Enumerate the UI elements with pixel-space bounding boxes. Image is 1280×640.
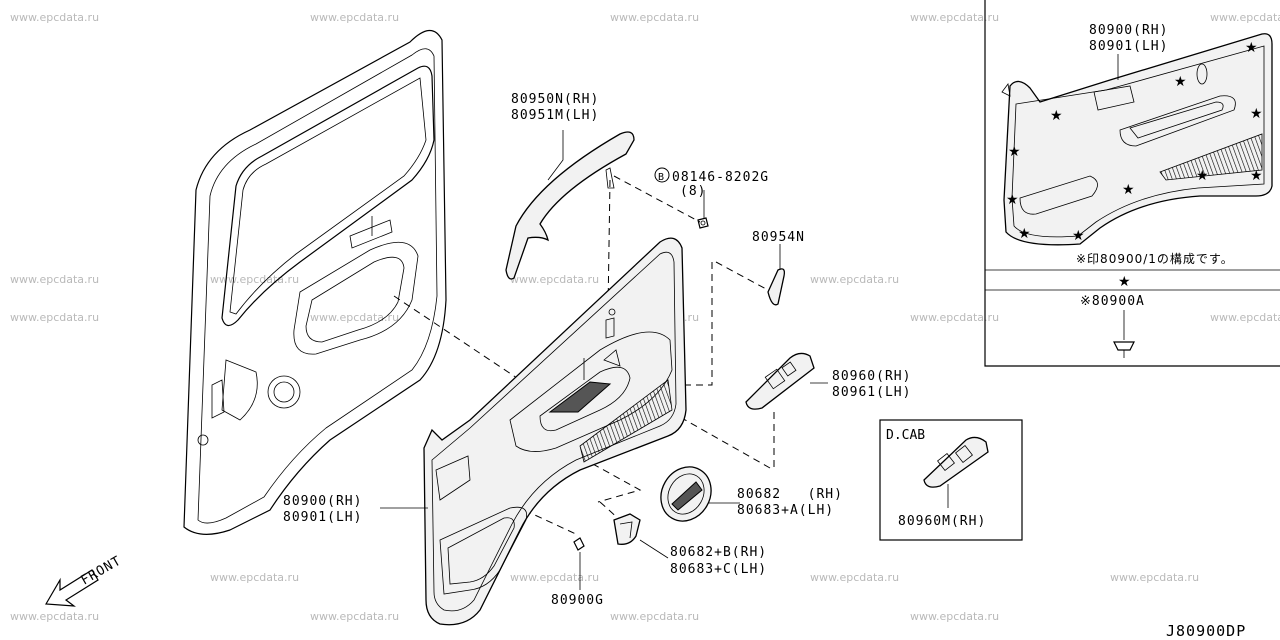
inset-star-markers: ★ ★ ★ ★ ★ ★ ★ ★ ★ ★ ★ ★ xyxy=(1006,40,1263,290)
watermark-text: www.epcdata.ru xyxy=(910,11,999,24)
bolt-symbol-circle xyxy=(654,167,670,183)
inset-clip-label: ※80900A xyxy=(1080,294,1145,309)
watermark-text: www.epcdata.ru xyxy=(310,610,399,623)
escutcheon-part xyxy=(660,466,712,522)
watermark-text: www.epcdata.ru xyxy=(910,311,999,324)
inset-note: ※印80900/1の構成です。 xyxy=(1076,252,1234,266)
watermark-text: www.epcdata.ru xyxy=(910,610,999,623)
star-icon: ★ xyxy=(1250,168,1263,184)
dcab-title: D.CAB xyxy=(886,428,925,443)
trim-main-label-lh: 80901(LH) xyxy=(283,510,362,525)
star-icon: ★ xyxy=(1118,274,1131,290)
watermark-text: www.epcdata.ru xyxy=(10,273,99,286)
pocket-part xyxy=(613,513,641,545)
watermark-text: www.epcdata.ru xyxy=(1210,11,1280,24)
star-icon: ★ xyxy=(1196,168,1209,184)
switch-finisher-label-rh: 80960(RH) xyxy=(832,369,911,384)
watermark-text: www.epcdata.ru xyxy=(810,571,899,584)
trim-handle-label-lh: 80951M(LH) xyxy=(511,108,599,123)
clip-label: 80900G xyxy=(551,593,604,608)
switch-finisher-part xyxy=(745,352,815,410)
star-icon: ★ xyxy=(1250,106,1263,122)
watermark-text: www.epcdata.ru xyxy=(210,571,299,584)
trim-handle-part xyxy=(505,131,635,280)
cap-label: 80954N xyxy=(752,230,805,245)
front-label: FRONT xyxy=(79,553,125,588)
watermark-text: www.epcdata.ru xyxy=(210,273,299,286)
bolt-qty-label: (8) xyxy=(680,184,706,199)
escutcheon-label-rh: 80682 (RH) xyxy=(737,487,843,502)
watermark-text: www.epcdata.ru xyxy=(10,610,99,623)
star-icon: ★ xyxy=(1072,228,1085,244)
watermark-text: www.epcdata.ru xyxy=(310,311,399,324)
part-labels: 80950N(RH) 80951M(LH) B 08146-8202G (8) … xyxy=(283,92,1246,640)
inset-trim-detail: 80900(RH) 80901(LH) ※印80900/1の構成です。 ※809… xyxy=(984,0,1280,367)
star-icon: ★ xyxy=(1008,144,1021,160)
cap-part xyxy=(767,268,786,306)
pocket-label-lh: 80683+C(LH) xyxy=(670,562,767,577)
watermark-text: www.epcdata.ru xyxy=(810,273,899,286)
front-arrow: FRONT xyxy=(44,553,125,607)
star-icon: ★ xyxy=(1245,40,1258,56)
star-icon: ★ xyxy=(1174,74,1187,90)
watermark-text: www.epcdata.ru xyxy=(610,610,699,623)
inset-trim-label-lh: 80901(LH) xyxy=(1089,39,1168,54)
watermark-text: www.epcdata.ru xyxy=(1110,571,1199,584)
inset-trim-label-rh: 80900(RH) xyxy=(1089,23,1168,38)
pocket-label-rh: 80682+B(RH) xyxy=(670,545,767,560)
door-trim-panel xyxy=(423,237,687,626)
star-icon: ★ xyxy=(1122,182,1135,198)
star-icon: ★ xyxy=(1050,108,1063,124)
watermark-text: www.epcdata.ru xyxy=(510,273,599,286)
inset-dcab: D.CAB 80960M(RH) xyxy=(879,419,1023,541)
watermark-text: www.epcdata.ru xyxy=(510,571,599,584)
bolt-label: 08146-8202G xyxy=(672,170,769,185)
watermark-text: www.epcdata.ru xyxy=(1210,311,1280,324)
star-icon: ★ xyxy=(1018,226,1031,242)
clip-part xyxy=(573,537,585,551)
bolt-symbol: B xyxy=(658,172,665,183)
door-frame xyxy=(183,29,447,535)
trim-handle-label-rh: 80950N(RH) xyxy=(511,92,599,107)
bolt-part xyxy=(697,217,709,229)
switch-finisher-label-lh: 80961(LH) xyxy=(832,385,911,400)
watermark-text: www.epcdata.ru xyxy=(310,11,399,24)
watermarks: www.epcdata.ru www.epcdata.ru www.epcdat… xyxy=(10,11,1280,623)
watermark-text: www.epcdata.ru xyxy=(10,11,99,24)
escutcheon-label-lh: 80683+A(LH) xyxy=(737,503,834,518)
diagram-code: J80900DP xyxy=(1166,622,1246,640)
dcab-label: 80960M(RH) xyxy=(898,514,986,529)
watermark-text: www.epcdata.ru xyxy=(610,11,699,24)
leader-lines xyxy=(380,130,828,590)
trim-main-label-rh: 80900(RH) xyxy=(283,494,362,509)
star-icon: ★ xyxy=(1006,192,1019,208)
watermark-text: www.epcdata.ru xyxy=(10,311,99,324)
